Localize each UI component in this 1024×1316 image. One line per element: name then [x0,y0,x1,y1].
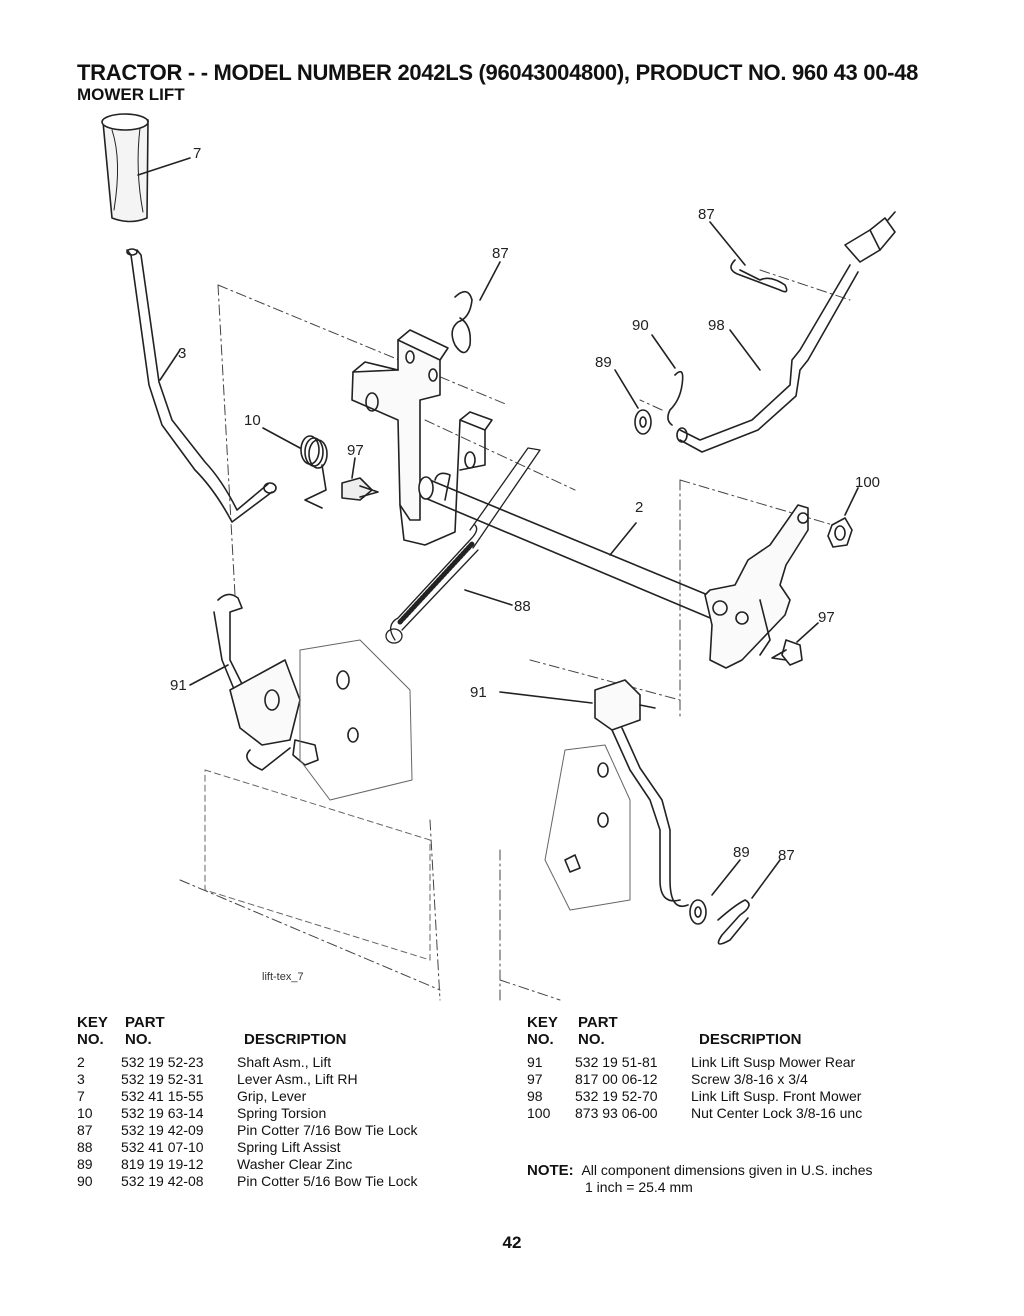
parts-table-right: KEY PART NO. NO. DESCRIPTION 91 532 19 51… [527,1014,947,1122]
part-no: 532 19 42-09 [121,1122,204,1138]
key-no: 3 [77,1071,85,1087]
part-no: 532 41 07-10 [121,1139,204,1155]
header-key-no: NO. [527,1031,554,1048]
description: Pin Cotter 5/16 Bow Tie Lock [237,1173,418,1189]
callout-2: 2 [635,499,643,516]
header-description: DESCRIPTION [699,1031,802,1048]
description: Shaft Asm., Lift [237,1054,332,1070]
key-no: 91 [527,1054,543,1070]
callout-91-right: 91 [470,684,487,701]
callout-98: 98 [708,317,725,334]
table-row: 100 873 93 06-00 Nut Center Lock 3/8-16 un… [527,1105,947,1122]
key-no: 90 [77,1173,93,1189]
table-row: 2 532 19 52-23 Shaft Asm., Lift [77,1054,477,1071]
part-no: 532 41 15-55 [121,1088,204,1104]
part-no: 532 19 51-81 [575,1054,658,1070]
page-title: TRACTOR - - MODEL NUMBER 2042LS (9604300… [77,60,919,85]
key-no: 2 [77,1054,85,1070]
table-row: 7 532 41 15-55 Grip, Lever [77,1088,477,1105]
callout-10: 10 [244,412,261,429]
callout-87-top: 87 [492,245,509,262]
header-key: KEY [77,1014,108,1031]
part-no: 532 19 63-14 [121,1105,204,1121]
section-subtitle: MOWER LIFT [77,85,185,104]
header-part-no: NO. [125,1031,152,1048]
description: Lever Asm., Lift RH [237,1071,358,1087]
header-part-no: NO. [578,1031,605,1048]
part-no: 532 19 52-31 [121,1071,204,1087]
mower-lift-exploded-diagram: 7 87 87 90 98 89 3 10 97 100 2 88 97 91 … [101,113,896,1001]
callout-100: 100 [855,474,880,491]
part-no: 532 19 42-08 [121,1173,204,1189]
callout-87-upper-right: 87 [698,206,715,223]
description: Link Lift Susp. Front Mower [691,1088,862,1104]
description: Nut Center Lock 3/8-16 unc [691,1105,863,1121]
key-no: 10 [77,1105,93,1121]
part-no: 817 00 06-12 [575,1071,658,1087]
key-no: 100 [527,1105,551,1121]
table-row: 97 817 00 06-12 Screw 3/8-16 x 3/4 [527,1071,947,1088]
description: Spring Lift Assist [237,1139,341,1155]
callout-87-bottom: 87 [778,847,795,864]
note-line-2: 1 inch = 25.4 mm [585,1179,693,1195]
callout-88: 88 [514,598,531,615]
key-no: 87 [77,1122,93,1138]
header-description: DESCRIPTION [244,1031,347,1048]
header-part: PART [578,1014,618,1031]
callout-91-left: 91 [170,677,187,694]
header-key-no: NO. [77,1031,104,1048]
callout-89-bottom: 89 [733,844,750,861]
key-no: 7 [77,1088,85,1104]
table-row: 91 532 19 51-81 Link Lift Susp Mower Rear [527,1054,947,1071]
table-row: 88 532 41 07-10 Spring Lift Assist [77,1139,477,1156]
table-row: 3 532 19 52-31 Lever Asm., Lift RH [77,1071,477,1088]
callout-97-right: 97 [818,609,835,626]
description: Link Lift Susp Mower Rear [691,1054,856,1070]
description: Washer Clear Zinc [237,1156,353,1172]
part-no: 532 19 52-70 [575,1088,658,1104]
description: Pin Cotter 7/16 Bow Tie Lock [237,1122,418,1138]
header-part: PART [125,1014,165,1031]
part-no: 532 19 52-23 [121,1054,204,1070]
page-number: 42 [502,1233,522,1252]
note-label: NOTE: [527,1162,574,1179]
table-row: 10 532 19 63-14 Spring Torsion [77,1105,477,1122]
callout-90: 90 [632,317,649,334]
key-no: 97 [527,1071,543,1087]
table-row: 90 532 19 42-08 Pin Cotter 5/16 Bow Tie Lo… [77,1173,477,1190]
part-no: 873 93 06-00 [575,1105,658,1121]
parts-table-left: KEY PART NO. NO. DESCRIPTION 2 532 19 52-… [77,1014,477,1190]
table-row: 89 819 19 19-12 Washer Clear Zinc [77,1156,477,1173]
table-row: 87 532 19 42-09 Pin Cotter 7/16 Bow Tie Lo… [77,1122,477,1139]
key-no: 89 [77,1156,93,1172]
diagram-file-label: lift-tex_7 [262,971,304,983]
callout-3: 3 [178,345,186,362]
table-row: 98 532 19 52-70 Link Lift Susp. Front Mowe… [527,1088,947,1105]
units-note: NOTE: All component dimensions given in … [527,1162,873,1196]
description: Grip, Lever [237,1088,307,1104]
callout-7: 7 [193,145,201,162]
callout-89-top: 89 [595,354,612,371]
note-line-1: All component dimensions given in U.S. i… [581,1162,873,1178]
part-no: 819 19 19-12 [121,1156,204,1172]
description: Screw 3/8-16 x 3/4 [691,1071,808,1087]
header-key: KEY [527,1014,558,1031]
key-no: 88 [77,1139,93,1155]
callout-97-left: 97 [347,442,364,459]
description: Spring Torsion [237,1105,327,1121]
key-no: 98 [527,1088,543,1104]
